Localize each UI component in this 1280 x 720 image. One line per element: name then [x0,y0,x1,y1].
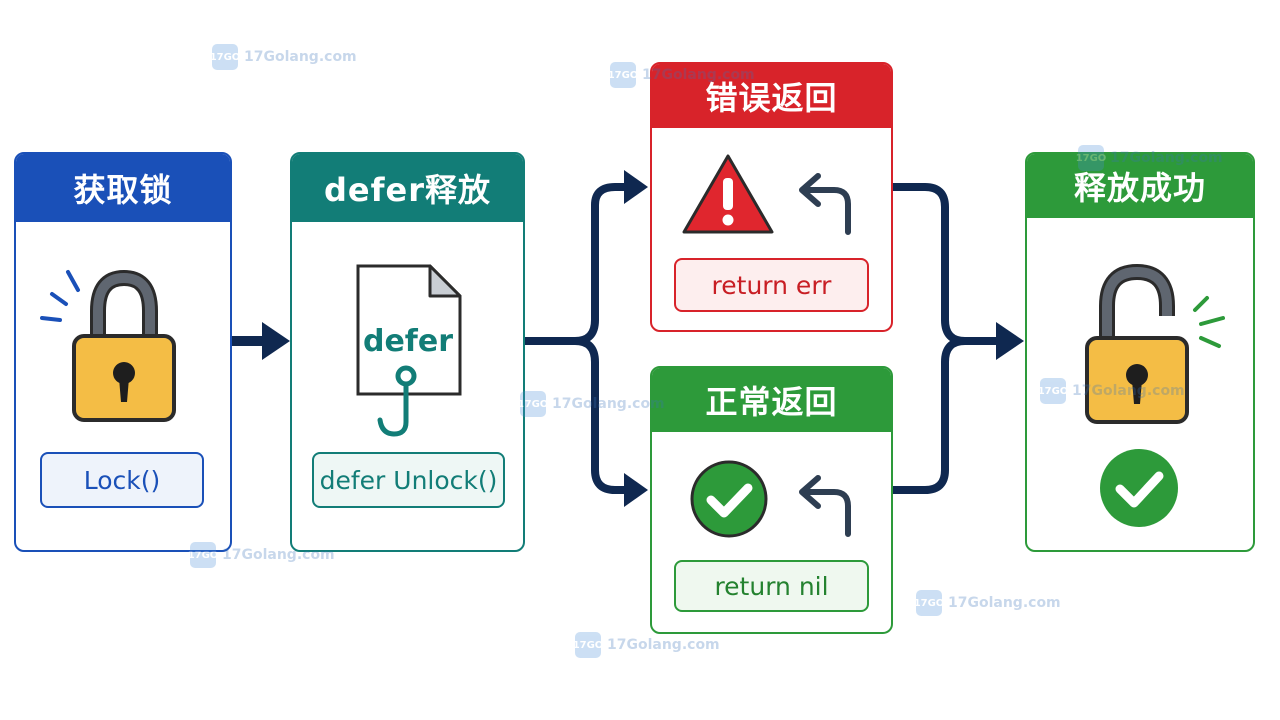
branch-arrow [521,183,632,494]
unlocked-padlock-icon [1085,263,1225,424]
return-nil-label: return nil [674,560,869,612]
watermark-text: 17Golang.com [607,637,720,653]
return-arrow-icon [799,173,851,235]
watermark: 17GO 17Golang.com [1076,145,1223,171]
error-return-card: 错误返回 return err [650,62,893,332]
document-hook-icon [356,264,462,437]
defer-unlock-label: defer Unlock() [312,452,505,508]
acquire-lock-card: 获取锁 Lock() [14,152,232,552]
warning-triangle-icon [682,154,774,234]
watermark: 17GO 17Golang.com [210,44,357,70]
watermark: 17GO 17Golang.com [573,632,720,658]
watermark-text: 17Golang.com [948,595,1061,611]
defer-release-title: defer释放 [292,154,523,222]
watermark: 17GO 17Golang.com [188,542,335,568]
watermark-text: 17Golang.com [244,49,357,65]
watermark-logo: 17GO [188,542,218,568]
arrow-acquire-to-defer [232,322,290,360]
watermark-text: 17Golang.com [1072,383,1185,399]
return-arrow-icon [799,475,851,537]
watermark-logo: 17GO [210,44,240,70]
watermark-text: 17Golang.com [552,396,665,412]
release-success-card: 释放成功 [1025,152,1255,552]
normal-return-title: 正常返回 [652,368,891,432]
watermark-logo: 17GO [608,62,638,88]
branch-arrowhead-normal [624,473,648,507]
acquire-lock-title: 获取锁 [16,154,230,222]
watermark-logo: 17GO [1038,378,1068,404]
watermark-logo: 17GO [1076,145,1106,171]
lock-call-label: Lock() [40,452,204,508]
defer-release-card: defer释放 defer defer Unlock() [290,152,525,552]
watermark-text: 17Golang.com [222,547,335,563]
watermark-logo: 17GO [914,590,944,616]
watermark-logo: 17GO [573,632,603,658]
branch-arrowhead-error [624,170,648,204]
defer-doc-label: defer [362,324,453,359]
watermark-logo: 17GO [518,391,548,417]
release-success-title: 释放成功 [1027,154,1253,218]
watermark: 17GO 17Golang.com [518,391,665,417]
merge-arrow [889,183,1004,494]
success-check-circle-icon [1100,449,1178,527]
watermark-text: 17Golang.com [642,67,755,83]
normal-return-card: 正常返回 return nil [650,366,893,634]
check-circle-icon [690,460,768,538]
merge-arrowhead [996,322,1024,360]
watermark: 17GO 17Golang.com [1038,378,1185,404]
error-return-title: 错误返回 [652,64,891,128]
watermark-text: 17Golang.com [1110,150,1223,166]
watermark: 17GO 17Golang.com [914,590,1061,616]
return-err-label: return err [674,258,869,312]
watermark: 17GO 17Golang.com [608,62,755,88]
locked-padlock-icon [40,269,176,422]
